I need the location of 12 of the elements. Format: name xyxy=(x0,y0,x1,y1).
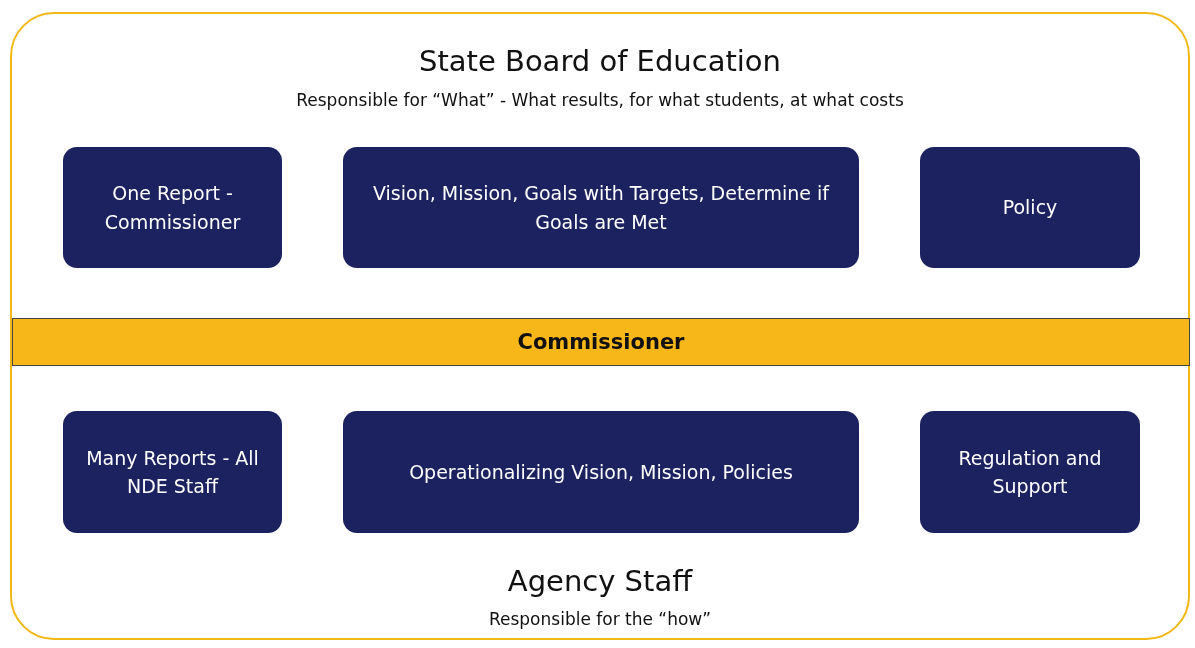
subheading: Responsible for “What” - What results, for what students, at what costs xyxy=(295,90,905,110)
process-box: Vision, Mission, Goals with Targets, Determine if Goals are Met xyxy=(343,147,859,268)
process-box: Many Reports - All NDE Staff xyxy=(63,411,282,533)
process-box: Operationalizing Vision, Mission, Policies xyxy=(343,411,859,533)
role-band: Commissioner xyxy=(12,318,1190,366)
process-box: Regulation and Support xyxy=(920,411,1140,533)
outer-panel xyxy=(10,12,1190,640)
process-box: One Report - Commissioner xyxy=(63,147,282,268)
heading: Agency Staff xyxy=(506,564,694,598)
process-box: Policy xyxy=(920,147,1140,268)
subheading: Responsible for the “how” xyxy=(487,609,713,629)
heading: State Board of Education xyxy=(418,44,782,78)
